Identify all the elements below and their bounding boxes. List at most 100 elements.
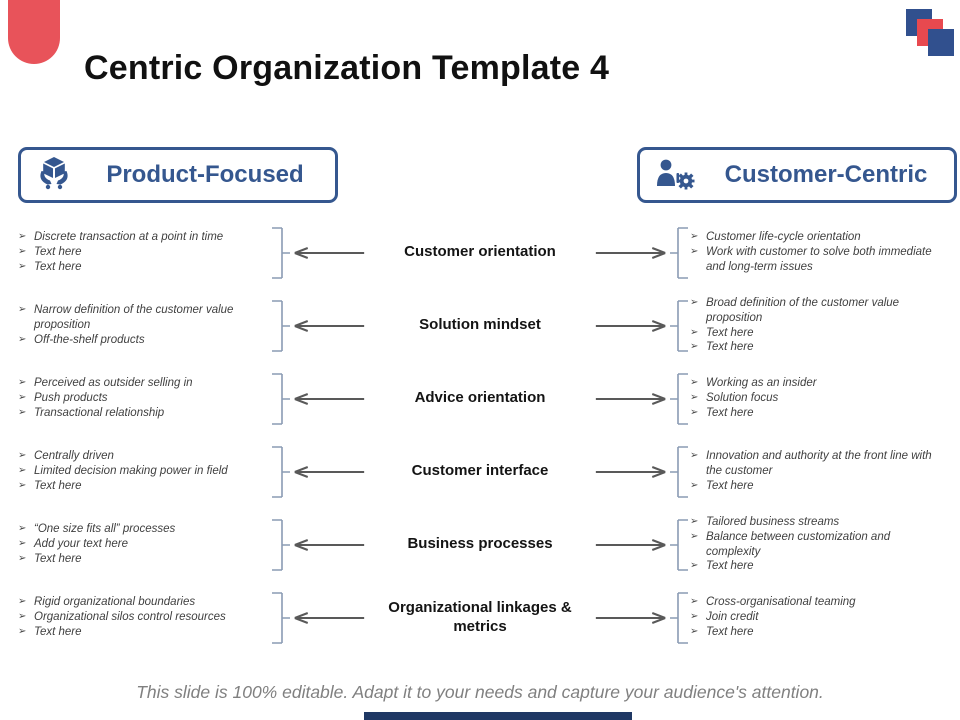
comparison-row: ➢Centrally driven➢ Limited decision makin…: [0, 435, 960, 508]
left-bracket-icon: [270, 518, 292, 571]
customer-bullet-list: ➢Working as an insider➢Solution focus➢Te…: [690, 376, 942, 420]
product-bullet-list: ➢Discrete transaction at a point in time…: [18, 230, 270, 274]
right-arrow-icon: [594, 392, 668, 406]
arrowhead-bullet-icon: ➢: [18, 465, 27, 477]
bullet-item: ➢Solution focus: [690, 391, 942, 406]
left-arrow-icon: [292, 465, 366, 479]
bottom-accent-bar: [364, 712, 632, 720]
arrowhead-bullet-icon: ➢: [690, 625, 699, 637]
bullet-item: ➢ Rigid organizational boundaries: [18, 595, 270, 610]
corner-accent-shape: [8, 0, 60, 64]
bullet-text: Text here: [34, 625, 82, 638]
bullet-item: ➢ Text here: [18, 260, 270, 275]
bullet-item: ➢ Working as an insider: [690, 376, 942, 391]
bullet-item: ➢Centrally driven: [18, 449, 270, 464]
arrowhead-bullet-icon: ➢: [18, 231, 27, 243]
product-bullet-list: ➢ Rigid organizational boundaries➢Organiz…: [18, 595, 270, 639]
arrowhead-bullet-icon: ➢: [690, 406, 699, 418]
right-bracket-icon: [668, 299, 690, 352]
left-arrow-icon: [292, 392, 366, 406]
left-arrow-icon: [292, 246, 366, 260]
bullet-text: Text here: [706, 479, 754, 492]
left-bracket-icon: [270, 445, 292, 498]
left-bracket-icon: [270, 372, 292, 425]
bullet-item: ➢Organizational silos control resources: [18, 610, 270, 625]
bullet-text: Text here: [34, 479, 82, 492]
bullet-item: ➢Narrow definition of the customer value…: [18, 303, 270, 332]
left-arrow-icon: [292, 611, 366, 625]
bullet-item: ➢ Limited decision making power in field: [18, 464, 270, 479]
bullet-text: Limited decision making power in field: [34, 465, 228, 478]
bullet-text: Solution focus: [706, 392, 779, 405]
bullet-text: Broad definition of the customer value p…: [706, 297, 900, 324]
arrowhead-bullet-icon: ➢: [690, 246, 699, 258]
left-arrow-icon: [292, 538, 366, 552]
right-bracket-icon: [668, 372, 690, 425]
arrowhead-bullet-icon: ➢: [18, 523, 27, 535]
bullet-item: ➢Cross-organisational teaming: [690, 595, 942, 610]
bullet-text: Rigid organizational boundaries: [34, 596, 196, 609]
bullet-item: ➢Text here: [18, 552, 270, 567]
arrowhead-bullet-icon: ➢: [690, 341, 699, 353]
bullet-item: ➢Transactional relationship: [18, 406, 270, 421]
person-gear-icon: [654, 156, 696, 195]
comparison-row: ➢Narrow definition of the customer value…: [0, 289, 960, 362]
bullet-item: ➢Tailored business streams: [690, 515, 942, 530]
arrowhead-bullet-icon: ➢: [18, 304, 27, 316]
arrowhead-bullet-icon: ➢: [18, 260, 27, 272]
bullet-text: Push products: [34, 392, 108, 405]
arrowhead-bullet-icon: ➢: [690, 596, 699, 608]
arrowhead-bullet-icon: ➢: [18, 392, 27, 404]
bullet-item: ➢Perceived as outsider selling in: [18, 376, 270, 391]
customer-bullet-list: ➢ Broad definition of the customer value …: [690, 296, 942, 355]
comparison-row: ➢“One size fits all” processes➢Add your …: [0, 508, 960, 581]
cube-in-hands-icon: [35, 154, 73, 197]
bullet-item: ➢ Work with customer to solve both immedi…: [690, 245, 942, 274]
arrowhead-bullet-icon: ➢: [18, 552, 27, 564]
arrowhead-bullet-icon: ➢: [18, 596, 27, 608]
comparison-row: ➢Perceived as outsider selling in➢Push p…: [0, 362, 960, 435]
comparison-row: ➢ Rigid organizational boundaries➢Organiz…: [0, 581, 960, 654]
arrowhead-bullet-icon: ➢: [18, 611, 27, 623]
left-bracket-icon: [270, 591, 292, 644]
bullet-text: Text here: [706, 625, 754, 638]
dimension-label: Customer interface: [411, 462, 549, 480]
comparison-rows: ➢Discrete transaction at a point in time…: [0, 216, 960, 654]
arrowhead-bullet-icon: ➢: [690, 377, 699, 389]
customer-bullet-list: ➢Cross-organisational teaming➢Join credi…: [690, 595, 942, 639]
bullet-item: ➢ Balance between customization and compl…: [690, 530, 942, 559]
bullet-text: Balance between customization and comple…: [706, 530, 891, 558]
product-focused-header: Product-Focused: [18, 147, 338, 203]
arrowhead-bullet-icon: ➢: [690, 560, 699, 572]
product-bullet-list: ➢Centrally driven➢ Limited decision makin…: [18, 449, 270, 493]
bullet-text: Working as an insider: [706, 377, 817, 390]
arrowhead-bullet-icon: ➢: [690, 611, 699, 623]
arrowhead-bullet-icon: ➢: [18, 625, 27, 637]
dimension-label: Customer orientation: [404, 243, 556, 261]
arrowhead-bullet-icon: ➢: [18, 538, 27, 550]
bullet-item: ➢Innovation and authority at the front l…: [690, 449, 942, 478]
right-arrow-icon: [594, 319, 668, 333]
customer-centric-header: Customer-Centric: [637, 147, 957, 203]
product-bullet-list: ➢Narrow definition of the customer value…: [18, 303, 270, 347]
bullet-text: Join credit: [706, 611, 759, 624]
right-arrow-icon: [594, 465, 668, 479]
customer-bullet-list: ➢Innovation and authority at the front l…: [690, 449, 942, 493]
arrowhead-bullet-icon: ➢: [690, 530, 699, 542]
bullet-text: Text here: [34, 260, 82, 273]
bullet-text: Work with customer to solve both immedia…: [706, 246, 932, 273]
bullet-text: Centrally driven: [34, 450, 114, 463]
dimension-label: Business processes: [407, 535, 553, 553]
footer-note: This slide is 100% editable. Adapt it to…: [136, 682, 824, 702]
bullet-text: Text here: [706, 341, 754, 354]
bullet-item: ➢ Push products: [18, 391, 270, 406]
bullet-text: Text here: [706, 406, 754, 419]
bullet-item: ➢Text here: [690, 479, 942, 494]
bullet-text: Perceived as outsider selling in: [34, 377, 193, 390]
right-arrow-icon: [594, 538, 668, 552]
dimension-label: Advice orientation: [414, 389, 546, 407]
bullet-item: ➢ Text here: [18, 625, 270, 640]
bullet-text: Text here: [34, 246, 82, 259]
right-bracket-icon: [668, 518, 690, 571]
arrowhead-bullet-icon: ➢: [18, 246, 27, 258]
